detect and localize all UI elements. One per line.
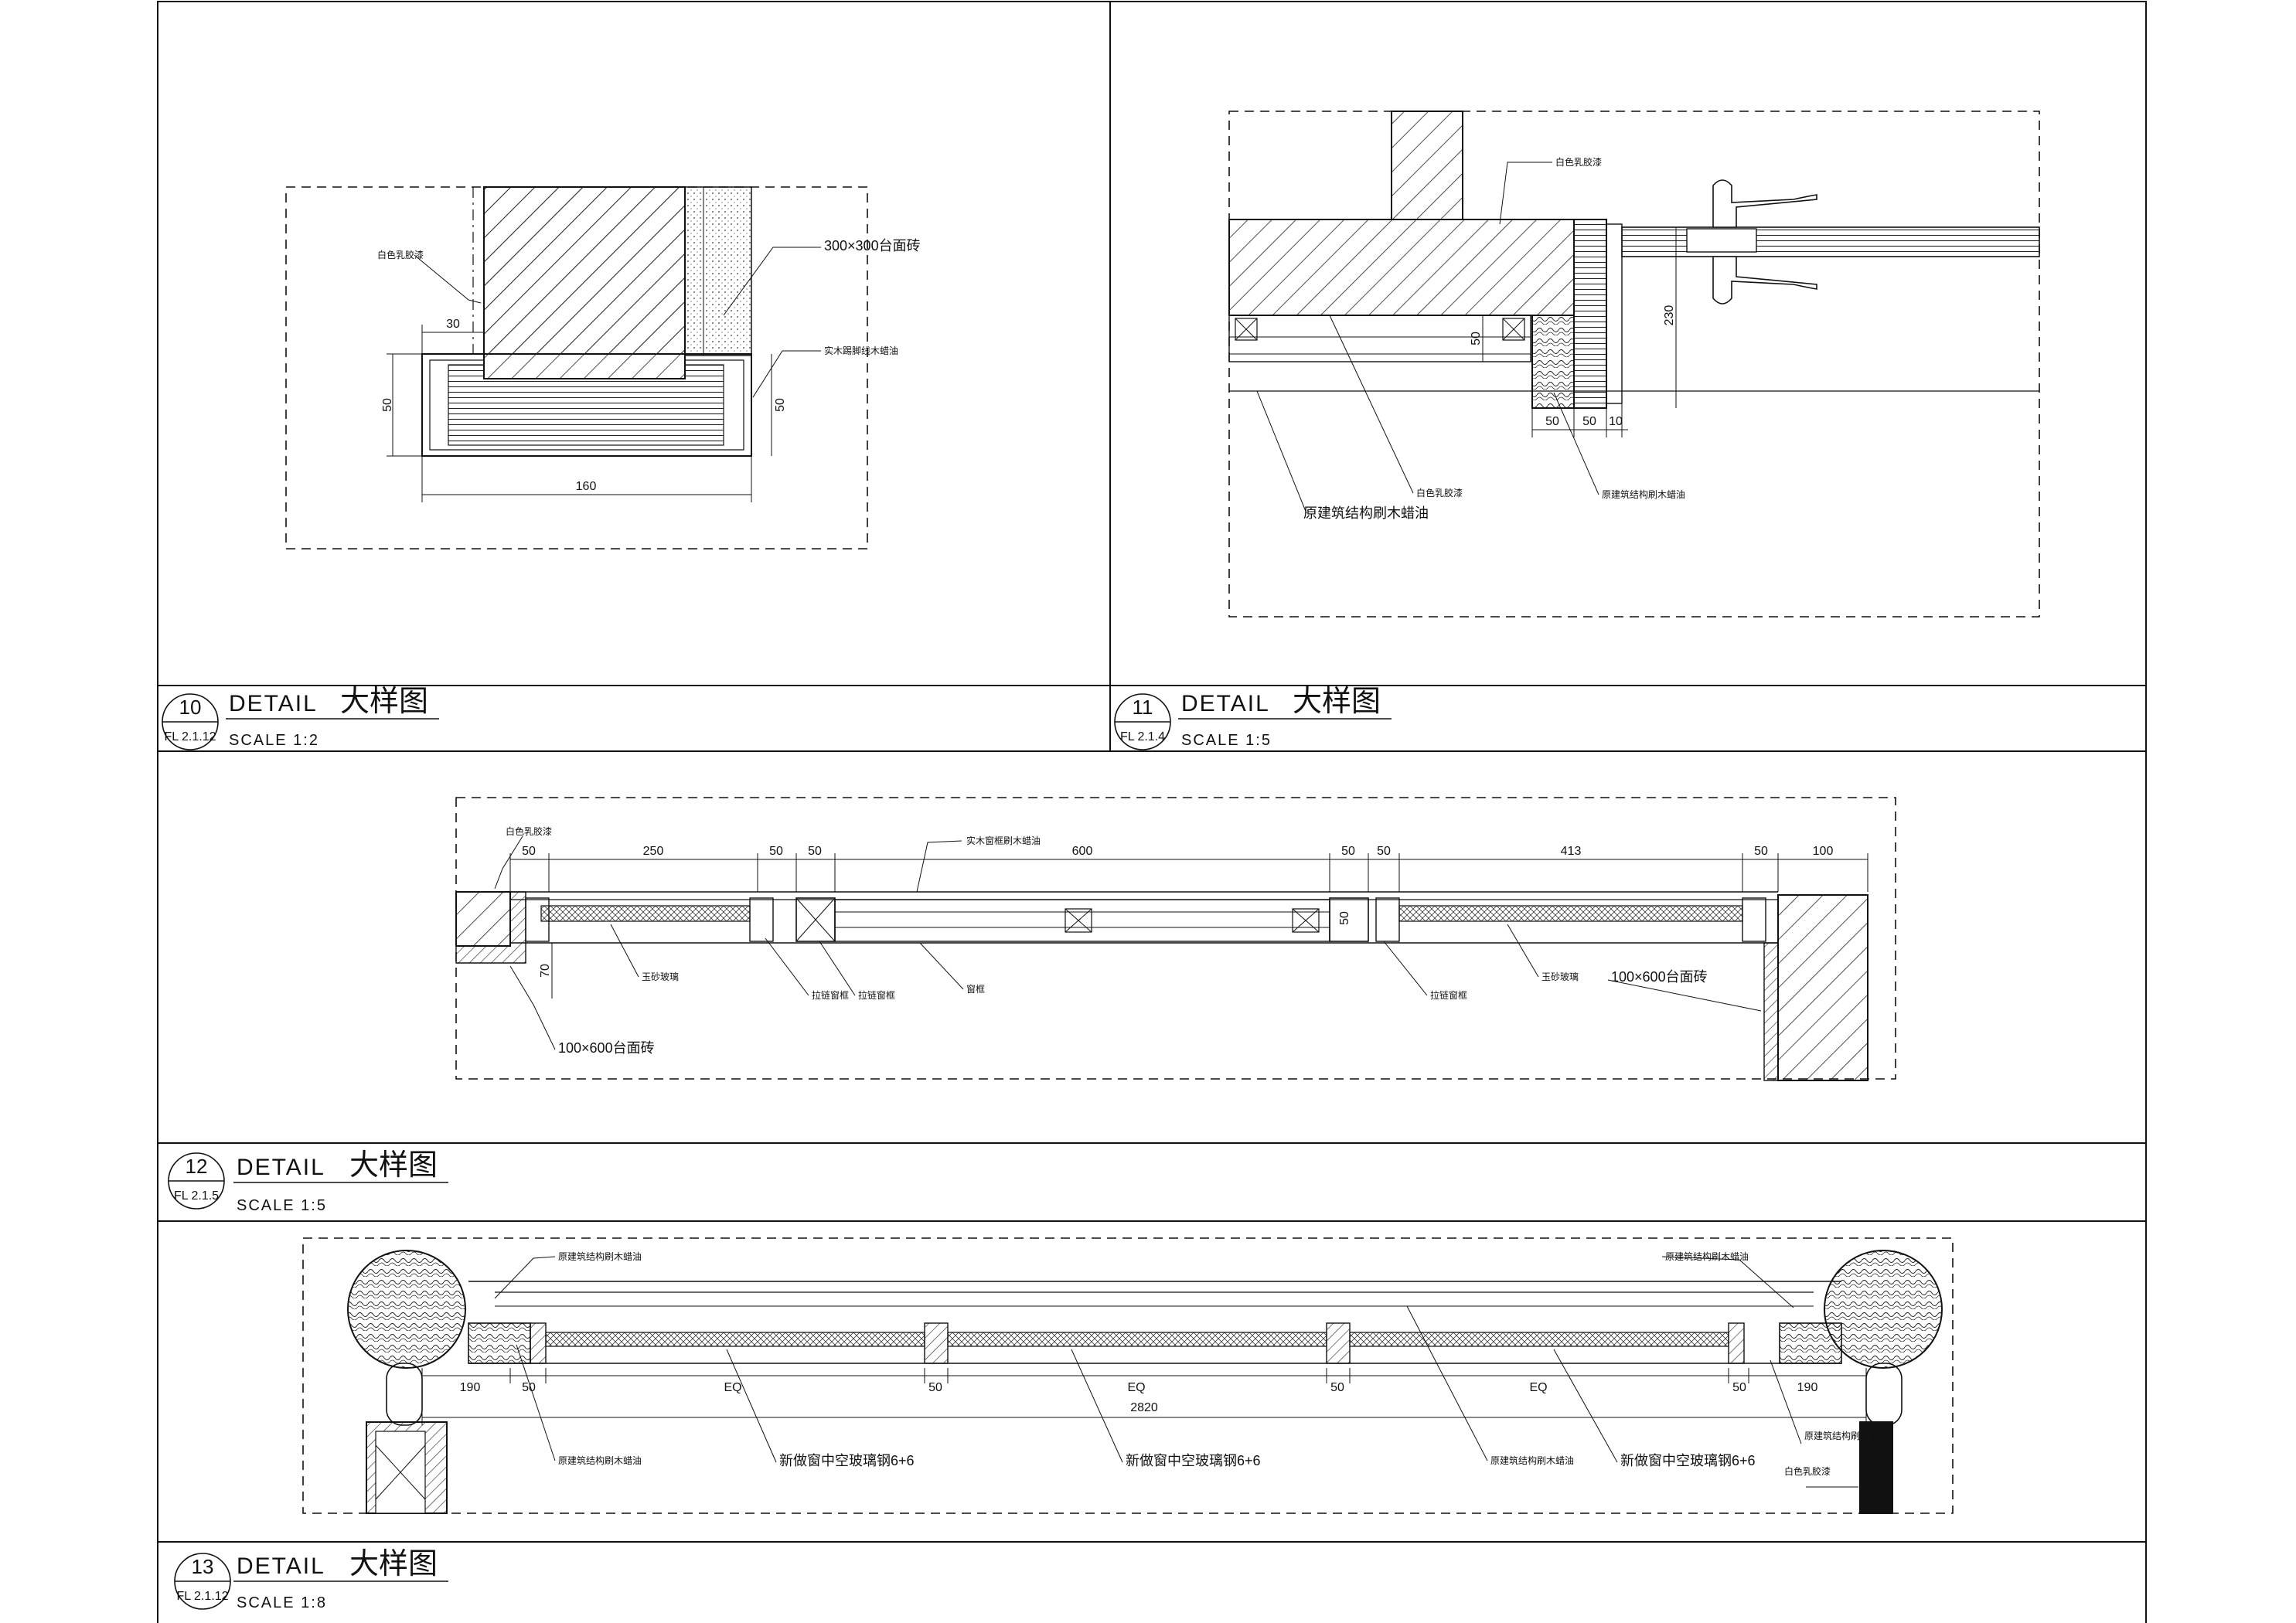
dim-10: 10 <box>1609 415 1623 428</box>
note-tile-left: 100×600台面砖 <box>558 1040 655 1056</box>
dim-b: 250 <box>643 845 664 858</box>
detail-ref: FL 2.1.5 <box>174 1189 219 1203</box>
dim-g: EQ <box>1529 1381 1547 1394</box>
dim-c: 50 <box>769 845 783 858</box>
detail-13-drawing: 190 50 EQ 50 EQ 50 EQ 50 190 2820 原建筑结构刷… <box>302 1237 1954 1514</box>
detail-number: 13 <box>192 1555 214 1578</box>
detail-ref: FL 2.1.12 <box>176 1590 228 1603</box>
dim-a: 50 <box>522 845 536 858</box>
detail-ref: FL 2.1.4 <box>1120 730 1165 743</box>
dim-50-left: 50 <box>381 398 394 412</box>
dim-v50: 50 <box>1338 911 1351 925</box>
detail-cn-title: 大样图 <box>349 1548 438 1580</box>
title-block-10: 10 FL 2.1.12 DETAIL 大样图 SCALE 1:2 <box>162 686 439 750</box>
detail-title: DETAIL <box>237 1553 325 1579</box>
note-white-paint: 白色乳胶漆 <box>506 825 552 837</box>
note-structure-br: 原建筑结构刷木蜡油 <box>1804 1430 1888 1441</box>
note-structure-right: 原建筑结构刷木蜡油 <box>1602 488 1685 500</box>
dim-g: 50 <box>1377 845 1391 858</box>
dim-e: EQ <box>1127 1381 1145 1394</box>
note-frame-c: 窗框 <box>966 984 985 995</box>
title-block-11: 11 FL 2.1.4 DETAIL 大样图 SCALE 1:5 <box>1114 686 1392 750</box>
note-white-paint: 白色乳胶漆 <box>1784 1465 1831 1477</box>
dim-230: 230 <box>1663 305 1676 326</box>
detail-title: DETAIL <box>237 1155 325 1180</box>
detail-12-drawing: 50 250 50 50 600 50 50 413 50 100 70 50 … <box>455 797 1896 1081</box>
title-block-13: 13 FL 2.1.12 DETAIL 大样图 SCALE 1:8 <box>174 1548 448 1611</box>
dim-h: 50 <box>1732 1381 1746 1394</box>
detail-scale: SCALE 1:5 <box>1181 732 1272 749</box>
dim-d: 50 <box>808 845 822 858</box>
note-wood-frame: 实木窗框刷木蜡油 <box>966 835 1041 846</box>
note-glass-c: 新做窗中空玻璃钢6+6 <box>1620 1453 1756 1468</box>
note-structure-bl: 原建筑结构刷木蜡油 <box>558 1455 642 1466</box>
dim-b: 50 <box>522 1381 536 1394</box>
note-white-paint: 白色乳胶漆 <box>377 249 424 260</box>
detail-11-drawing: 50 230 50 50 10 白色乳胶漆 白色乳胶漆 原建筑结构刷木蜡油 原建… <box>1228 111 2040 618</box>
note-skirting: 实木踢脚线木蜡油 <box>824 345 898 356</box>
note-glass-b: 新做窗中空玻璃钢6+6 <box>1126 1453 1261 1468</box>
detail-cn-title: 大样图 <box>349 1149 438 1182</box>
title-block-12: 12 FL 2.1.5 DETAIL 大样图 SCALE 1:5 <box>168 1149 448 1214</box>
note-white-paint-bottom: 白色乳胶漆 <box>1416 487 1463 498</box>
detail-10-drawing: 30 50 50 160 白色乳胶漆 300×300台面砖 实木踢脚线木蜡油 <box>285 186 921 550</box>
detail-number: 12 <box>186 1155 208 1178</box>
note-glass-a: 新做窗中空玻璃钢6+6 <box>779 1453 915 1468</box>
detail-number: 11 <box>1133 696 1153 719</box>
detail-title: DETAIL <box>229 691 318 716</box>
detail-cn-title: 大样图 <box>340 686 428 718</box>
dim-e: 600 <box>1072 845 1093 858</box>
note-structure-mid: 原建筑结构刷木蜡油 <box>1490 1455 1574 1466</box>
note-frosted-glass-right: 玉砂玻璃 <box>1541 971 1579 982</box>
detail-cn-title: 大样图 <box>1293 686 1381 718</box>
sheet-frame <box>157 1 2147 1623</box>
dim-50-b: 50 <box>1582 415 1596 428</box>
dim-d: 50 <box>928 1381 942 1394</box>
note-frame-a: 拉链窗框 <box>812 989 849 1001</box>
note-structure-left: 原建筑结构刷木蜡油 <box>1303 505 1429 521</box>
detail-scale: SCALE 1:5 <box>237 1197 327 1214</box>
dim-v70: 70 <box>539 964 552 978</box>
detail-number: 10 <box>179 696 202 719</box>
note-frosted-glass-left: 玉砂玻璃 <box>642 971 679 982</box>
note-frame-b: 拉链窗框 <box>858 989 895 1001</box>
note-tile: 300×300台面砖 <box>824 238 921 253</box>
note-white-paint-top: 白色乳胶漆 <box>1555 156 1602 168</box>
dim-i: 190 <box>1797 1381 1818 1394</box>
dim-a: 190 <box>460 1381 481 1394</box>
dim-i: 50 <box>1754 845 1768 858</box>
dim-50-vert: 50 <box>1470 332 1483 345</box>
note-tile-right: 100×600台面砖 <box>1611 969 1708 985</box>
note-structure-tr: 原建筑结构刷木蜡油 <box>1665 1250 1749 1262</box>
note-frame-d: 拉链窗框 <box>1430 989 1467 1001</box>
dim-j: 100 <box>1813 845 1834 858</box>
dim-30: 30 <box>446 318 460 331</box>
detail-scale: SCALE 1:2 <box>229 732 319 749</box>
dim-c: EQ <box>724 1381 741 1394</box>
detail-ref: FL 2.1.12 <box>164 730 216 743</box>
dim-50-right: 50 <box>774 398 787 412</box>
dim-total: 2820 <box>1130 1401 1158 1414</box>
dim-f: 50 <box>1330 1381 1344 1394</box>
detail-scale: SCALE 1:8 <box>237 1594 327 1611</box>
note-structure-tl: 原建筑结构刷木蜡油 <box>558 1250 642 1262</box>
dim-h: 413 <box>1561 845 1582 858</box>
dim-f: 50 <box>1341 845 1355 858</box>
detail-title: DETAIL <box>1181 691 1270 716</box>
dim-50-a: 50 <box>1545 415 1559 428</box>
dim-160: 160 <box>576 480 597 493</box>
